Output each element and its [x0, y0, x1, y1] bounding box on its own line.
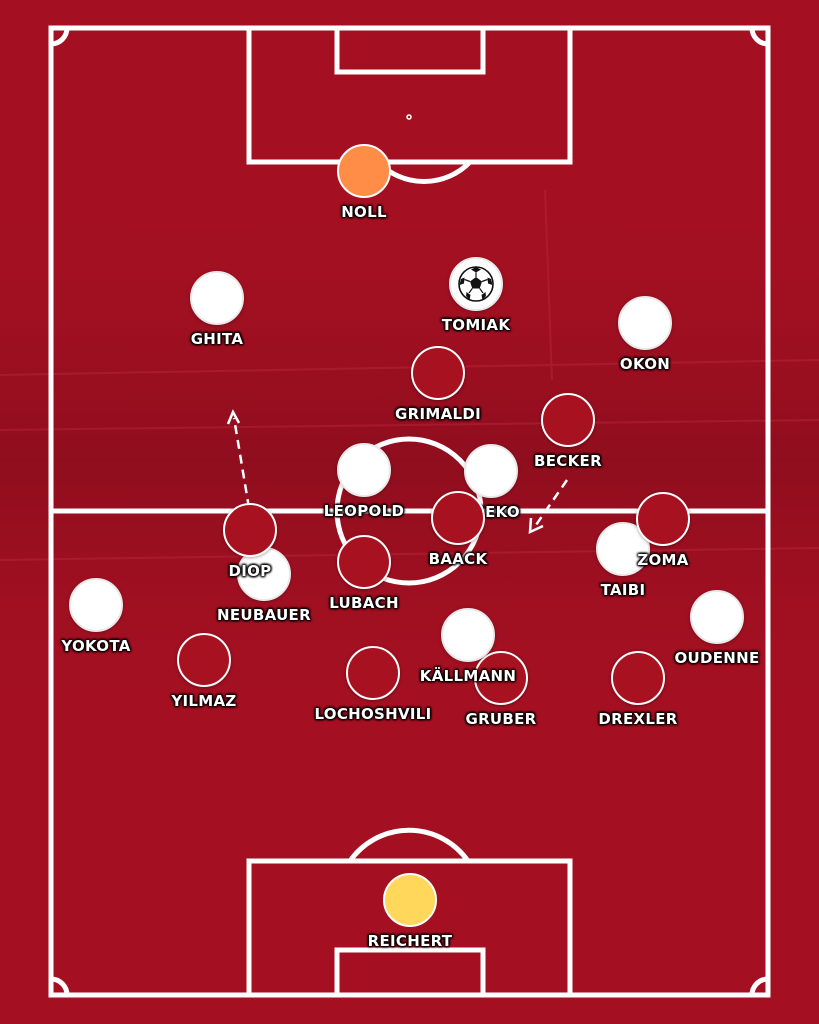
player-name: NOLL — [341, 203, 387, 221]
player-name: OKON — [619, 355, 671, 373]
player-name: DREXLER — [598, 710, 678, 728]
player-marker[interactable] — [223, 503, 277, 557]
top-penalty-spot — [406, 114, 412, 120]
player-name: YOKOTA — [61, 637, 131, 655]
player-name: ASEKO — [462, 503, 520, 521]
corner-arc-top-left — [50, 27, 70, 47]
player-name: LOCHOSHVILI — [314, 705, 432, 723]
player-marker[interactable] — [69, 578, 123, 632]
bottom-penalty-arc — [347, 827, 471, 863]
top-penalty-box — [246, 25, 573, 165]
player-marker[interactable] — [474, 651, 528, 705]
player-marker[interactable] — [431, 491, 485, 545]
corner-arc-bottom-left — [50, 976, 70, 996]
player-marker[interactable] — [611, 651, 665, 705]
bottom-goal-box — [334, 947, 486, 998]
player-marker[interactable] — [441, 608, 495, 662]
corner-arc-top-right — [749, 27, 769, 47]
corner-arc-bottom-right — [749, 976, 769, 996]
player-name: GRUBER — [465, 710, 537, 728]
player-name: DIOP — [228, 562, 272, 580]
player-marker[interactable] — [464, 444, 518, 498]
player-marker[interactable] — [411, 346, 465, 400]
arrowhead-diop — [226, 409, 241, 425]
arrowhead-becker — [528, 517, 544, 535]
player-name: OUDENNE — [674, 649, 760, 667]
top-goal-box — [334, 25, 486, 75]
player-name: GHITA — [190, 330, 244, 348]
player-name: LUBACH — [329, 594, 399, 612]
player-name: REICHERT — [367, 932, 453, 950]
player-name: KÄLLMANN — [419, 667, 517, 685]
player-marker[interactable] — [618, 296, 672, 350]
player-name: YILMAZ — [171, 692, 237, 710]
player-name: BECKER — [534, 452, 602, 470]
player-name: GRIMALDI — [395, 405, 481, 423]
top-penalty-arc — [376, 160, 472, 184]
player-name: ZOMA — [637, 551, 689, 569]
movement-arrow-becker — [534, 479, 569, 526]
player-marker[interactable] — [177, 633, 231, 687]
player-marker[interactable] — [541, 393, 595, 447]
player-marker[interactable] — [346, 646, 400, 700]
player-name: TOMIAK — [441, 316, 511, 334]
player-marker[interactable] — [190, 271, 244, 325]
player-marker[interactable] — [636, 492, 690, 546]
player-marker[interactable] — [337, 144, 391, 198]
player-name: TAIBI — [600, 581, 646, 599]
soccer-ball-icon — [458, 266, 494, 302]
player-name: LEOPOLD — [323, 502, 405, 520]
movement-arrow-diop — [232, 417, 251, 509]
player-name: NEUBAUER — [217, 606, 311, 624]
player-marker[interactable] — [337, 443, 391, 497]
player-name: BAACK — [428, 550, 488, 568]
player-marker[interactable] — [383, 873, 437, 927]
player-marker[interactable] — [337, 535, 391, 589]
player-marker[interactable] — [690, 590, 744, 644]
